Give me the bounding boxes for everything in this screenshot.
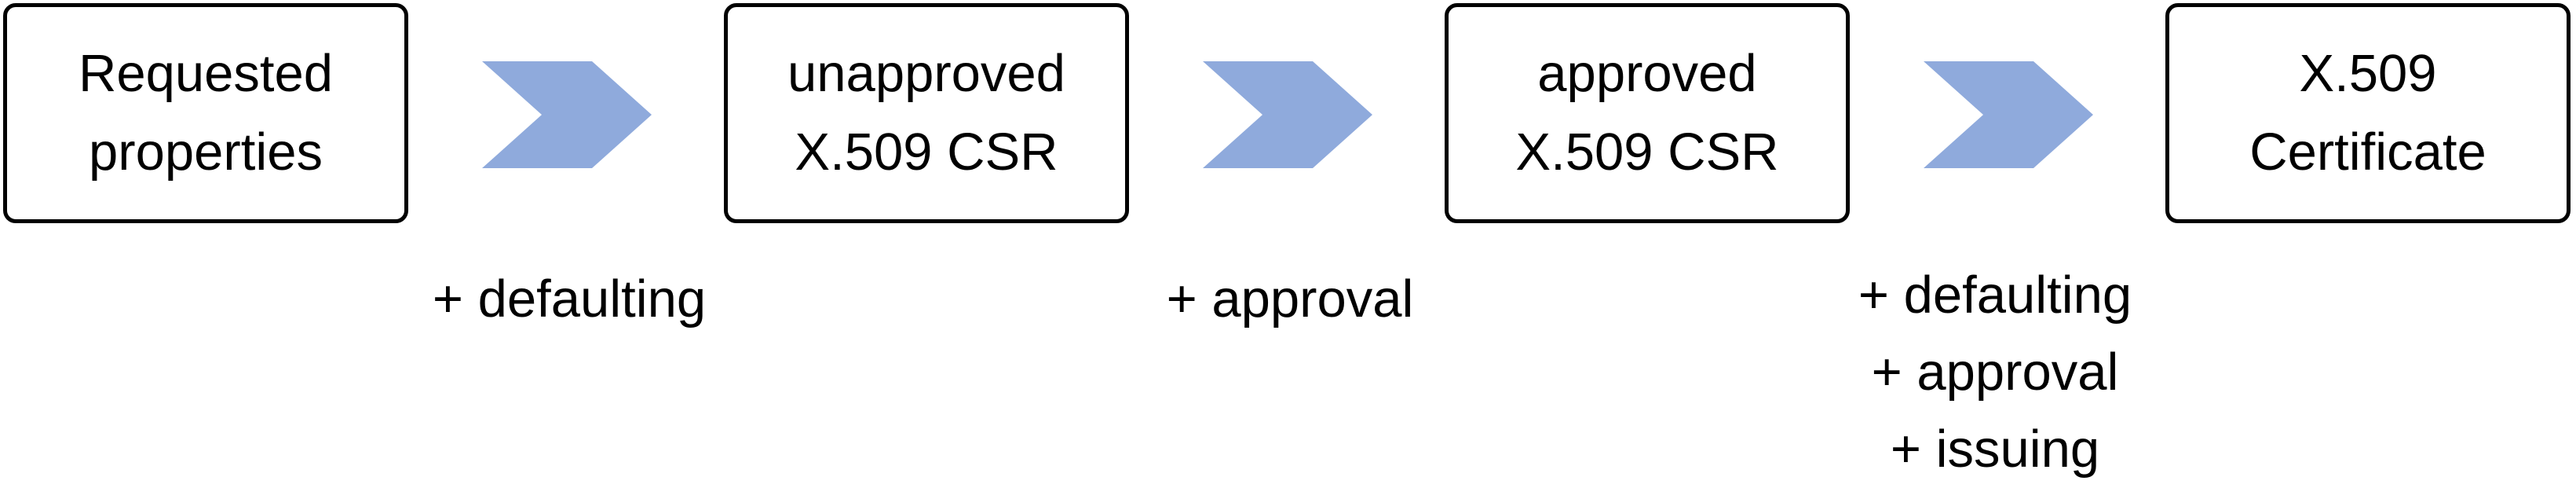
node-label-line: unapproved [787,44,1065,103]
node-unapproved-csr: unapproved X.509 CSR [724,3,1129,223]
chevron-arrow-icon [1924,61,2093,168]
node-label-line: properties [89,123,323,182]
edge-label-line: + approval [1871,343,2119,402]
edge-label-issuing: + defaulting + approval + issuing [1818,257,2172,488]
chevron-arrow-shape [1924,61,2093,168]
edge-label-approval: + approval [1113,261,1467,338]
node-label-line: Certificate [2249,123,2486,182]
node-approved-csr: approved X.509 CSR [1445,3,1850,223]
node-label-line: X.509 [2299,44,2437,103]
node-label-line: approved [1537,44,1757,103]
edge-label-defaulting: + defaulting [393,261,746,338]
edge-label-line: + issuing [1890,420,2100,479]
node-label-line: X.509 CSR [1515,123,1779,182]
edge-label-line: + approval [1166,270,1414,328]
node-x509-certificate: X.509 Certificate [2165,3,2571,223]
edge-label-line: + defaulting [432,270,707,328]
node-label-line: X.509 CSR [795,123,1058,182]
chevron-arrow-icon [1203,61,1372,168]
chevron-arrow-shape [1203,61,1372,168]
node-requested-properties: Requested properties [3,3,408,223]
edge-label-line: + defaulting [1858,266,2132,325]
chevron-arrow-icon [482,61,652,168]
node-label-line: Requested [78,44,334,103]
chevron-arrow-shape [482,61,652,168]
